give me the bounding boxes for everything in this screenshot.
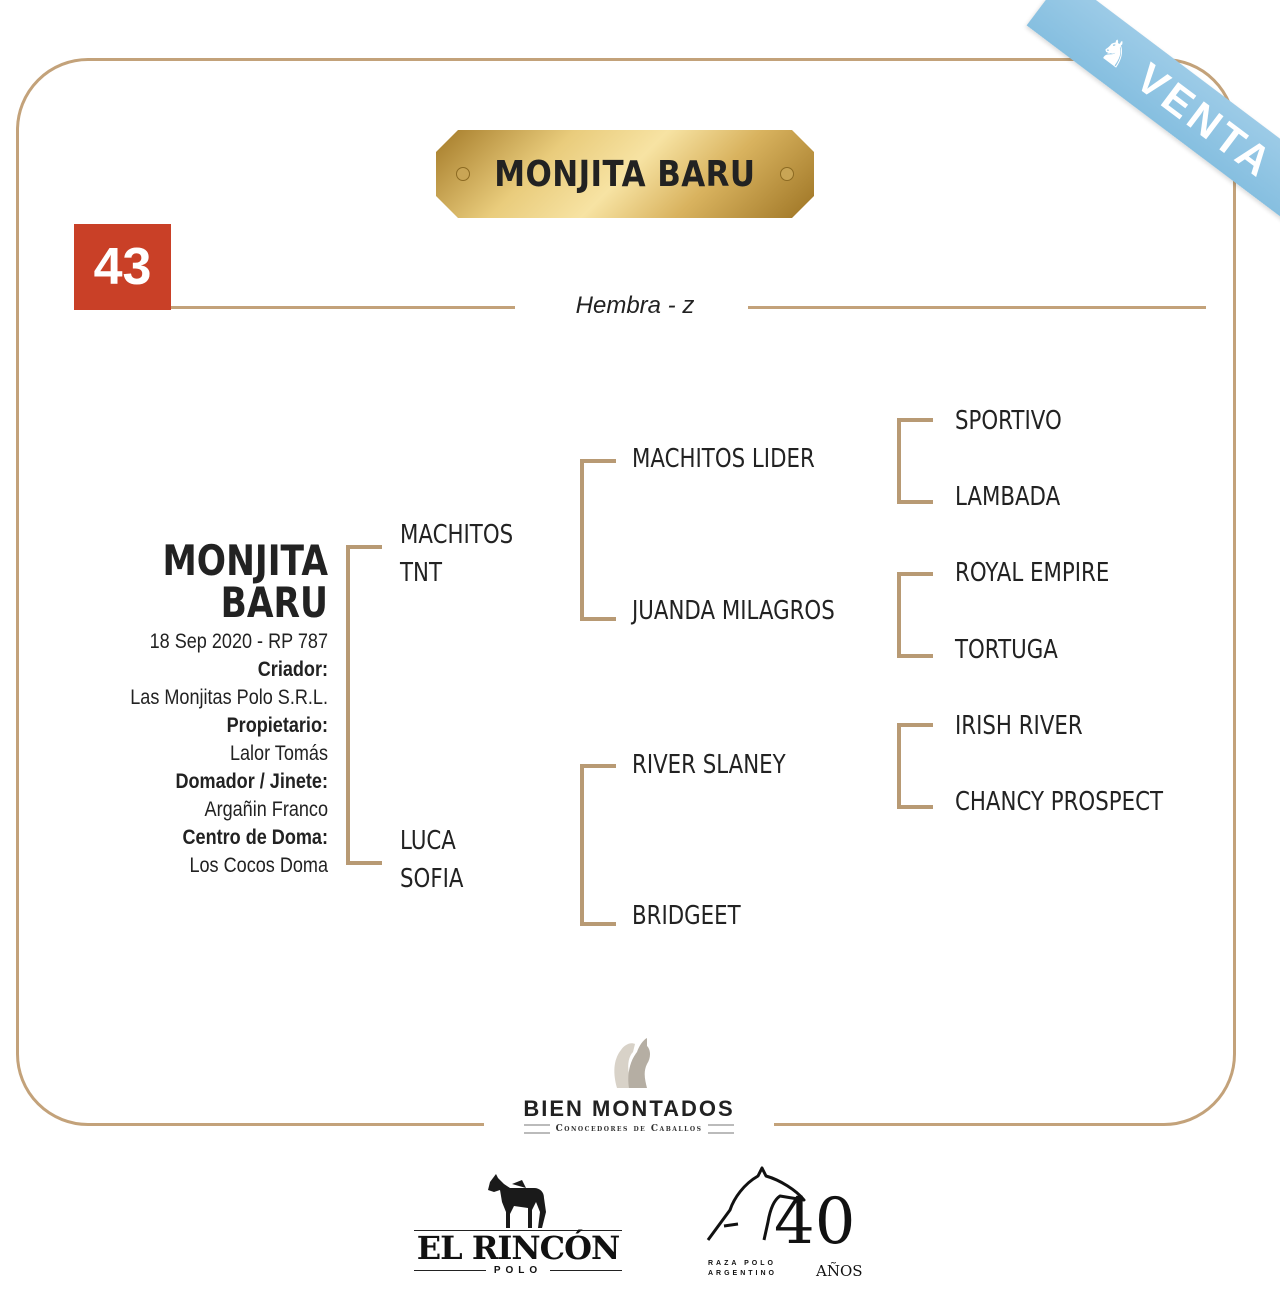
name-plate: MONJITA BARU — [436, 130, 814, 218]
criador-label: Criador: — [257, 658, 328, 681]
centro-label: Centro de Doma: — [182, 826, 328, 849]
bracket-ss — [897, 418, 933, 504]
anos-label: AÑOS — [816, 1262, 863, 1280]
sex-label: Hembra - z — [575, 292, 695, 319]
ggp-name: SPORTIVO — [955, 406, 1062, 436]
sire-name-line2: TNT — [400, 558, 442, 588]
horse-name-line2: BARU — [220, 578, 328, 627]
sire-sire-name: MACHITOS LIDER — [632, 444, 815, 474]
el-rincon-rule — [550, 1270, 622, 1271]
domador-label: Domador / Jinete: — [175, 770, 328, 793]
lot-number: 43 — [74, 224, 171, 310]
horse-head-icon: ♞ — [1091, 28, 1142, 80]
centro-value: Los Cocos Doma — [189, 854, 328, 877]
ggp-name: IRISH RIVER — [955, 711, 1083, 741]
propietario-value: Lalor Tomás — [229, 742, 328, 765]
bien-montados-title: BIEN MONTADOS — [523, 1096, 735, 1121]
dam-name-line2: SOFIA — [400, 864, 464, 894]
dam-name-line1: LUCA — [400, 826, 456, 856]
el-rincon-rule — [414, 1270, 486, 1271]
venta-label: VENTA — [1127, 53, 1280, 188]
el-rincon-line-top — [414, 1230, 622, 1231]
argentino-label: ARGENTINO — [708, 1270, 777, 1277]
tag-rule — [708, 1124, 735, 1134]
bracket-sire — [580, 459, 616, 621]
horse-head-outline-icon — [706, 1166, 806, 1241]
dam-dam-name: BRIDGEET — [632, 901, 741, 931]
venta-ribbon-band: ♞ VENTA ♘ — [1026, 0, 1280, 240]
bracket-dam — [580, 764, 616, 926]
forty-number: 40 — [774, 1185, 856, 1259]
forty-years-logo: 40 RAZA POLO ARGENTINO AÑOS — [704, 1166, 864, 1286]
polo-horse-icon — [488, 1174, 546, 1228]
plate-title: MONJITA BARU — [494, 153, 756, 195]
ggp-name: ROYAL EMPIRE — [955, 558, 1110, 588]
el-rincon-sub: POLO — [493, 1265, 543, 1276]
horse-icon: ♘ — [1268, 162, 1280, 214]
bracket-ds — [897, 723, 933, 809]
rule-right — [748, 306, 1206, 309]
birth-info: 18 Sep 2020 - RP 787 — [149, 630, 328, 653]
domador-value: Argañin Franco — [204, 798, 328, 821]
raza-polo-label: RAZA POLO — [708, 1260, 776, 1267]
plate-screw-right — [780, 167, 794, 181]
dam-sire-name: RIVER SLANEY — [632, 750, 786, 780]
criador-value: Las Monjitas Polo S.R.L. — [130, 686, 328, 709]
sire-dam-name: JUANDA MILAGROS — [632, 596, 835, 626]
rule-left — [171, 306, 515, 309]
tag-rule — [523, 1124, 550, 1134]
el-rincon-logo: EL RINCÓN POLO — [414, 1168, 622, 1276]
el-rincon-title: EL RINCÓN — [416, 1229, 620, 1267]
venta-ribbon: ♞ VENTA ♘ — [950, 0, 1280, 240]
ggp-name: TORTUGA — [955, 635, 1058, 665]
horse-heads-icon — [614, 1038, 650, 1088]
horse-info: MONJITA BARU 18 Sep 2020 - RP 787 Criado… — [80, 540, 328, 880]
ggp-name: CHANCY PROSPECT — [955, 787, 1163, 817]
bien-montados-tagline: Conocedores de Caballos — [555, 1124, 703, 1134]
propietario-label: Propietario: — [226, 714, 328, 737]
horse-name-line1: MONJITA — [162, 536, 328, 585]
ggp-name: LAMBADA — [955, 482, 1061, 512]
plate-screw-left — [456, 167, 470, 181]
bien-montados-logo: BIEN MONTADOS Conocedores de Caballos — [484, 1034, 774, 1134]
sire-name-line1: MACHITOS — [400, 520, 514, 550]
bracket-sd — [897, 572, 933, 658]
bracket-parents — [346, 545, 382, 865]
